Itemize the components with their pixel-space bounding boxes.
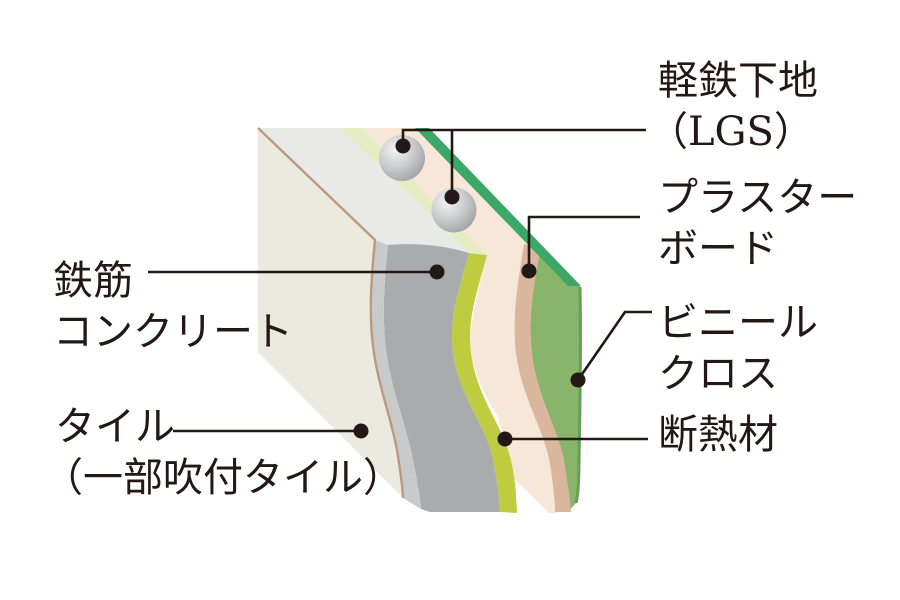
label-lgs: 軽鉄下地 （LGS） [648,56,818,158]
leader-dot-concrete [429,264,445,280]
label-insulation: 断熱材 [658,410,778,461]
concrete-edge-strip [370,240,421,509]
vinyl-right-edge [574,286,582,504]
leader-dot-plasterboard [521,263,537,279]
label-plasterboard-line2: ボード [658,226,778,272]
label-lgs-line2: （LGS） [648,109,814,155]
vinyl-cloth-top-edge [415,128,581,286]
label-insulation-text: 断熱材 [658,412,778,458]
label-concrete-line2: コンクリート [53,309,293,355]
leader-dots [353,138,586,447]
leader-dot-vinyl [570,372,586,388]
concrete-top-face [258,128,469,253]
label-plasterboard: プラスター ボード [658,173,857,275]
label-lgs-line1: 軽鉄下地 [658,58,818,104]
insulation-layer [452,253,517,513]
label-vinyl-line1: ビニール [658,300,818,346]
leader-dot-lgs-2 [444,189,460,205]
concrete-layer [383,244,500,512]
vinyl-cloth-panel [530,242,581,512]
leader-line-plasterboard [527,215,640,271]
label-tile: タイル （一部吹付タイル） [43,402,403,504]
label-concrete-line1: 鉄筋 [53,258,133,304]
plasterboard-edge-band [514,244,571,512]
label-tile-line2: （一部吹付タイル） [43,455,403,501]
tile-edge-line [257,127,405,499]
tile-layer [258,128,403,498]
leader-dot-tile [353,423,369,439]
label-vinyl-cloth: ビニール クロス [658,298,818,400]
lgs-stud-icon [379,135,425,181]
label-vinyl-line2: クロス [658,351,778,397]
label-plasterboard-line1: プラスター [658,175,858,221]
label-tile-line1: タイル [55,404,175,450]
lgs-stud-icon [431,187,477,233]
leader-line-vinyl [576,310,652,381]
leader-dot-insulation [497,431,513,447]
leader-dot-lgs-1 [395,138,411,154]
label-reinforced-concrete: 鉄筋 コンクリート [53,256,293,358]
